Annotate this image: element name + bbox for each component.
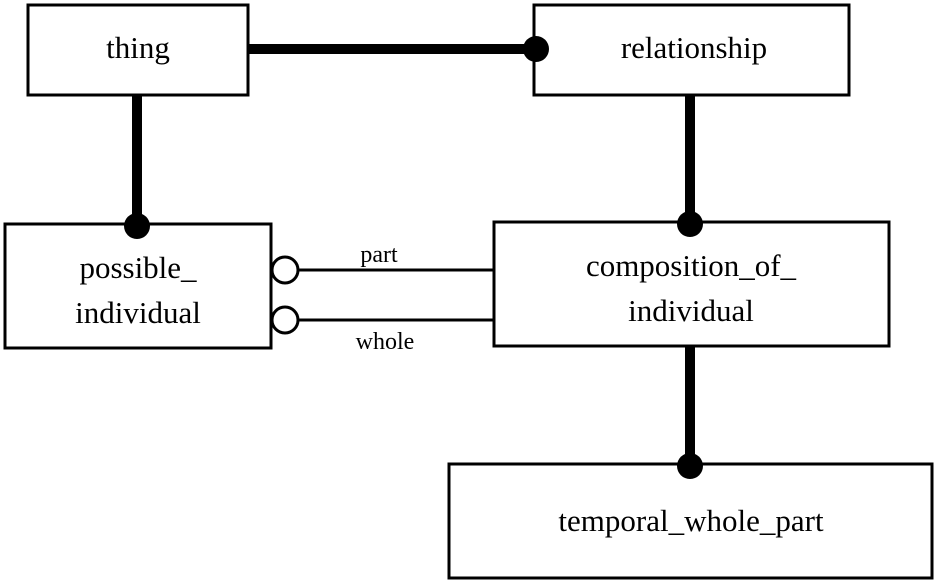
open-circle-part-role xyxy=(270,255,300,285)
role-label-part: part xyxy=(360,242,398,268)
entity-label-composition-of-individual-line1: composition_of_ xyxy=(586,248,797,283)
entity-temporal-whole-part[interactable]: temporal_whole_part xyxy=(447,462,934,580)
entity-composition-of-individual[interactable]: composition_of_ individual xyxy=(492,220,891,348)
filled-dot-composition-of-individual xyxy=(677,211,703,237)
filled-dot-possible-individual xyxy=(124,213,150,239)
role-label-whole: whole xyxy=(356,329,415,355)
entity-relationship[interactable]: relationship xyxy=(532,3,851,97)
entity-possible-individual[interactable]: possible_ individual xyxy=(3,222,273,350)
entity-label-relationship: relationship xyxy=(621,30,767,65)
entity-thing[interactable]: thing xyxy=(26,3,250,97)
entity-box-possible-individual[interactable] xyxy=(3,222,273,350)
filled-dot-temporal-whole-part xyxy=(677,453,703,479)
entity-label-composition-of-individual-line2: individual xyxy=(628,293,754,328)
open-circle-whole-role xyxy=(270,305,300,335)
entity-box-thing[interactable] xyxy=(26,3,250,97)
filled-dot-relationship xyxy=(523,36,549,62)
entity-label-possible-individual-line1: possible_ xyxy=(79,250,197,285)
entity-label-possible-individual-line2: individual xyxy=(75,295,201,330)
entity-box-temporal-whole-part[interactable] xyxy=(447,462,934,580)
entity-label-thing: thing xyxy=(106,30,170,65)
entity-label-temporal-whole-part: temporal_whole_part xyxy=(558,503,824,538)
